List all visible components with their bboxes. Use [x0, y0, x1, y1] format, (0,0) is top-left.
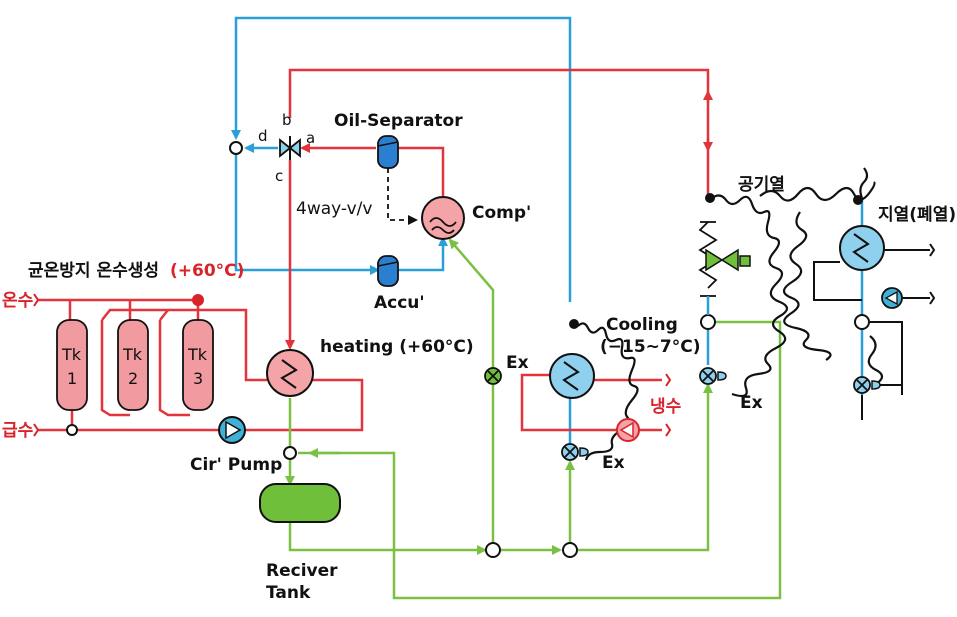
port-a-label: a	[306, 129, 315, 147]
geo-break-marks	[929, 243, 936, 305]
node-air-hx	[700, 314, 716, 330]
capillary-lines	[577, 167, 884, 461]
cold-water-pump	[616, 418, 640, 442]
hot-water-gen-label: 균온방지 온수생성	[28, 261, 159, 281]
receiver-tank-label-2: Tank	[266, 583, 311, 603]
node-supply	[66, 424, 78, 436]
geothermal-heat-exchanger	[839, 225, 885, 271]
four-way-valve	[279, 136, 301, 160]
geothermal-label: 지열(폐열)	[878, 205, 956, 225]
tank-2-number: 2	[128, 369, 138, 388]
tank-1-prefix: Tk	[61, 345, 82, 364]
pilot-line	[387, 168, 418, 225]
storage-tanks	[56, 319, 214, 411]
node-receiver-in	[283, 446, 297, 460]
pipe-break-marks	[33, 293, 672, 437]
oil-separator	[377, 135, 399, 169]
discharge-lines	[38, 68, 713, 432]
oil-separator-label: Oil-Separator	[334, 111, 463, 131]
expansion-right-label: Ex	[740, 393, 763, 413]
expansion-valve-center	[561, 443, 589, 461]
hot-water-label: 온수	[2, 291, 34, 311]
tank-1-number: 1	[67, 369, 77, 388]
node-liquid-1	[485, 542, 501, 558]
heating-heat-exchanger	[266, 349, 314, 397]
junction-nodes	[66, 141, 870, 558]
geothermal-pump	[881, 287, 903, 309]
expansion-valve-left	[484, 367, 502, 385]
air-heat-label: 공기열	[738, 175, 785, 195]
expansion-valve-right	[699, 367, 727, 385]
hot-water-temp-label: (+60°C)	[170, 261, 244, 281]
expansion-center-label: Ex	[602, 453, 625, 473]
liquid-lines	[285, 238, 782, 600]
port-b-label: b	[282, 111, 292, 129]
heating-label: heating (+60°C)	[320, 337, 474, 357]
accumulator	[377, 255, 399, 287]
port-c-label: c	[275, 167, 283, 185]
port-d-label: d	[258, 127, 268, 145]
cooling-range-label: (−15~7°C)	[600, 337, 701, 357]
circulation-pump-label: Cir' Pump	[190, 455, 282, 475]
node-geo	[854, 314, 870, 330]
tank-3-number: 3	[193, 369, 203, 388]
cooling-heat-exchanger	[549, 353, 595, 399]
cooling-label: Cooling	[606, 315, 678, 335]
receiver-tank	[259, 483, 341, 523]
geothermal-expansion-valve	[853, 376, 881, 394]
receiver-tank-label-1: Reciver	[266, 561, 338, 581]
four-way-valve-label: 4way-v/v	[296, 199, 372, 219]
node-liquid-2	[562, 542, 578, 558]
tank-2-prefix: Tk	[122, 345, 143, 364]
compressor-label: Comp'	[472, 203, 531, 223]
expansion-left-label: Ex	[506, 353, 529, 373]
geothermal-circuit	[813, 249, 930, 420]
compressor	[421, 196, 465, 240]
suction-lines	[231, 16, 864, 444]
supply-water-label: 급수	[2, 421, 34, 441]
air-bypass-valve	[705, 248, 751, 272]
cold-water-label: 냉수	[650, 397, 682, 417]
tank-3-prefix: Tk	[187, 345, 208, 364]
accumulator-label: Accu'	[374, 293, 425, 313]
node-left-suction	[229, 141, 243, 155]
circulation-pump	[218, 416, 246, 444]
